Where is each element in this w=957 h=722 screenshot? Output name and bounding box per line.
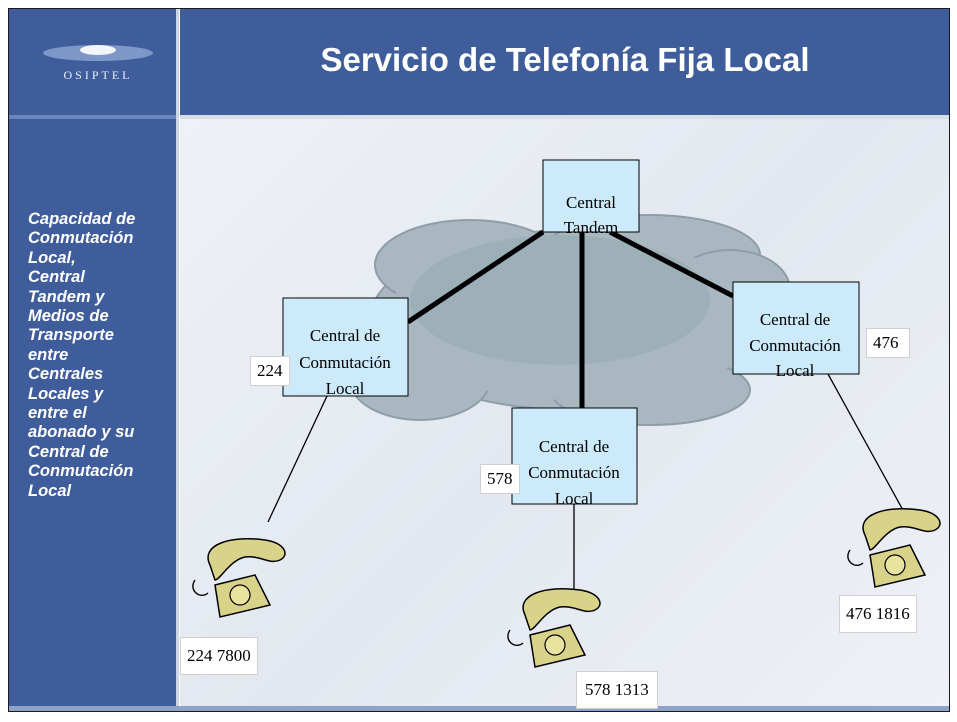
exchange-code-476: 476 (866, 328, 910, 358)
sidebar-separator (8, 115, 176, 119)
node-476-line-3: Local (776, 361, 815, 380)
footer-bar (8, 706, 950, 712)
logo-swoosh-icon (43, 45, 153, 61)
sidebar-panel: OSIPTEL (8, 8, 176, 712)
telephone-icon (847, 508, 941, 588)
exchange-code-578: 578 (480, 464, 520, 494)
exchange-code-224: 224 (250, 356, 290, 386)
node-578-line-3: Local (555, 489, 594, 508)
sidebar-description: Capacidad de Conmutación Local, Central … (28, 210, 136, 500)
trunk-link-tandem-476 (608, 229, 735, 299)
node-tandem-line-2: Tandem (564, 218, 619, 237)
phone-number-224: 224 7800 (180, 637, 258, 675)
node-local-578: Central de Conmutación Local (511, 407, 638, 508)
access-link-224 (267, 395, 328, 523)
page-title: Servicio de Telefonía Fija Local (320, 41, 810, 78)
node-578-line-2: Conmutación (528, 463, 620, 482)
trunk-links (406, 229, 735, 408)
node-578-line-1: Central de (539, 437, 609, 456)
telephone-icon (192, 538, 286, 618)
node-224-line-2: Conmutación (299, 353, 391, 372)
network-cloud (349, 214, 791, 426)
access-links (267, 373, 905, 592)
logo-text: OSIPTEL (63, 68, 133, 82)
node-local-224: Central de Conmutación Local (282, 297, 409, 398)
node-476-line-2: Conmutación (749, 336, 841, 355)
phone-number-476: 476 1816 (839, 595, 917, 633)
header-bar: Servicio de Telefonía Fija Local (180, 8, 950, 115)
osiptel-logo: OSIPTEL (28, 28, 168, 98)
phone-number-578: 578 1313 (576, 671, 658, 709)
node-224-line-3: Local (326, 379, 365, 398)
node-tandem: Central Tandem (542, 159, 640, 237)
vertical-divider (176, 8, 179, 712)
node-476-line-1: Central de (760, 310, 830, 329)
node-224-line-1: Central de (310, 326, 380, 345)
trunk-link-tandem-224 (406, 229, 545, 325)
header-separator (180, 115, 950, 119)
node-local-476: Central de Conmutación Local (732, 281, 860, 380)
telephone-icon (507, 588, 601, 668)
node-tandem-line-1: Central (566, 193, 616, 212)
access-link-476 (827, 373, 905, 513)
slide-frame (8, 8, 950, 712)
